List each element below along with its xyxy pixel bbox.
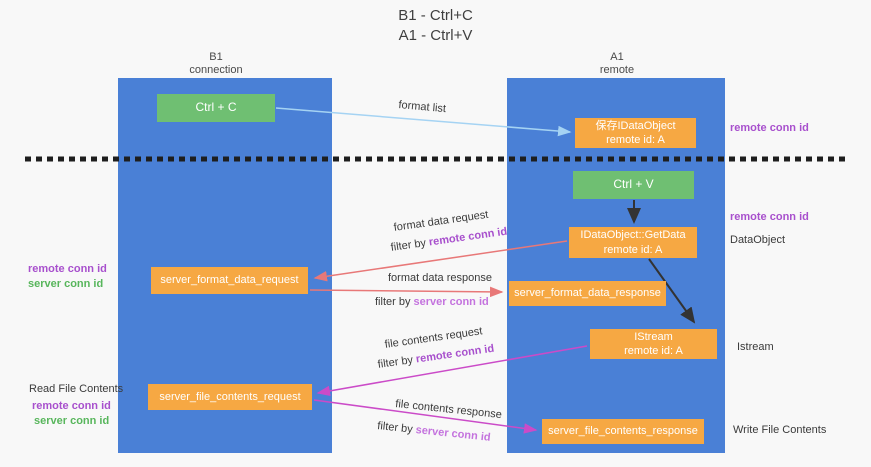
server-format-data-response-label: server_format_data_response (514, 287, 661, 300)
node-server-file-contents-response: server_file_contents_response (542, 419, 704, 444)
node-server-file-contents-request: server_file_contents_request (148, 384, 312, 410)
node-ctrl-c: Ctrl + C (157, 94, 275, 122)
save-dataobject-line1: 保存IDataObject (595, 119, 676, 132)
server-file-contents-request-label: server_file_contents_request (159, 390, 301, 403)
server-conn-id-text: server conn id (413, 296, 489, 308)
left-remote-conn-id-1: remote conn id (28, 263, 107, 275)
title-line-1: B1 - Ctrl+C (398, 7, 473, 24)
format-data-request-arrow (313, 240, 568, 282)
format-list-arrow (275, 107, 572, 137)
getdata-line2: remote id: A (603, 243, 663, 256)
lane-right-title: A1 (610, 51, 624, 63)
ctrl-v-label: Ctrl + V (613, 177, 654, 192)
left-remote-conn-id-2: remote conn id (32, 400, 111, 412)
diagram-title: B1 - Ctrl+C A1 - Ctrl+V (0, 6, 871, 46)
ctrl-c-label: Ctrl + C (195, 100, 237, 115)
write-file-contents-label: Write File Contents (733, 424, 827, 436)
node-ctrl-v: Ctrl + V (573, 171, 694, 199)
node-server-format-data-request: server_format_data_request (151, 267, 308, 294)
istream-line1: IStream (634, 330, 673, 343)
lane-left-subtitle: connection (189, 64, 243, 76)
node-istream: IStream remote id: A (590, 329, 717, 359)
istream-line2: remote id: A (624, 345, 683, 357)
lane-right-subtitle: remote (599, 64, 635, 76)
filter-by-server-conn-id-label-1: filter by server conn id (375, 296, 489, 308)
getdata-line1: IDataObject::GetData (580, 229, 686, 242)
right-remote-conn-id-1: remote conn id (730, 122, 809, 134)
save-dataobject-line2: remote id: A (606, 134, 665, 146)
node-getdata: IDataObject::GetData remote id: A (569, 227, 697, 258)
format-data-response-label: format data response (388, 272, 492, 284)
file-contents-request-arrow (316, 345, 588, 397)
title-line-2: A1 - Ctrl+V (398, 27, 473, 44)
lane-left-title: B1 (209, 51, 223, 63)
getdata-to-istream-arrow (648, 258, 696, 324)
node-save-dataobject: 保存IDataObject remote id: A (575, 118, 696, 148)
left-server-conn-id-2: server conn id (34, 415, 110, 427)
dataobject-label: DataObject (730, 234, 786, 246)
filter-by-text: filter by (375, 296, 411, 308)
istream-side-label: Istream (737, 341, 774, 353)
file-contents-response-arrow (313, 399, 538, 434)
left-server-conn-id-1: server conn id (28, 278, 104, 290)
format-data-response-arrow (309, 286, 504, 298)
lane-header-left: B1 connection (116, 51, 316, 77)
node-server-format-data-response: server_format_data_response (509, 281, 666, 306)
read-file-contents-label: Read File Contents (29, 383, 124, 395)
server-format-data-request-label: server_format_data_request (160, 274, 299, 287)
lane-header-right: A1 remote (517, 51, 717, 77)
server-file-contents-response-label: server_file_contents_response (548, 425, 698, 438)
right-remote-conn-id-2: remote conn id (730, 211, 809, 223)
